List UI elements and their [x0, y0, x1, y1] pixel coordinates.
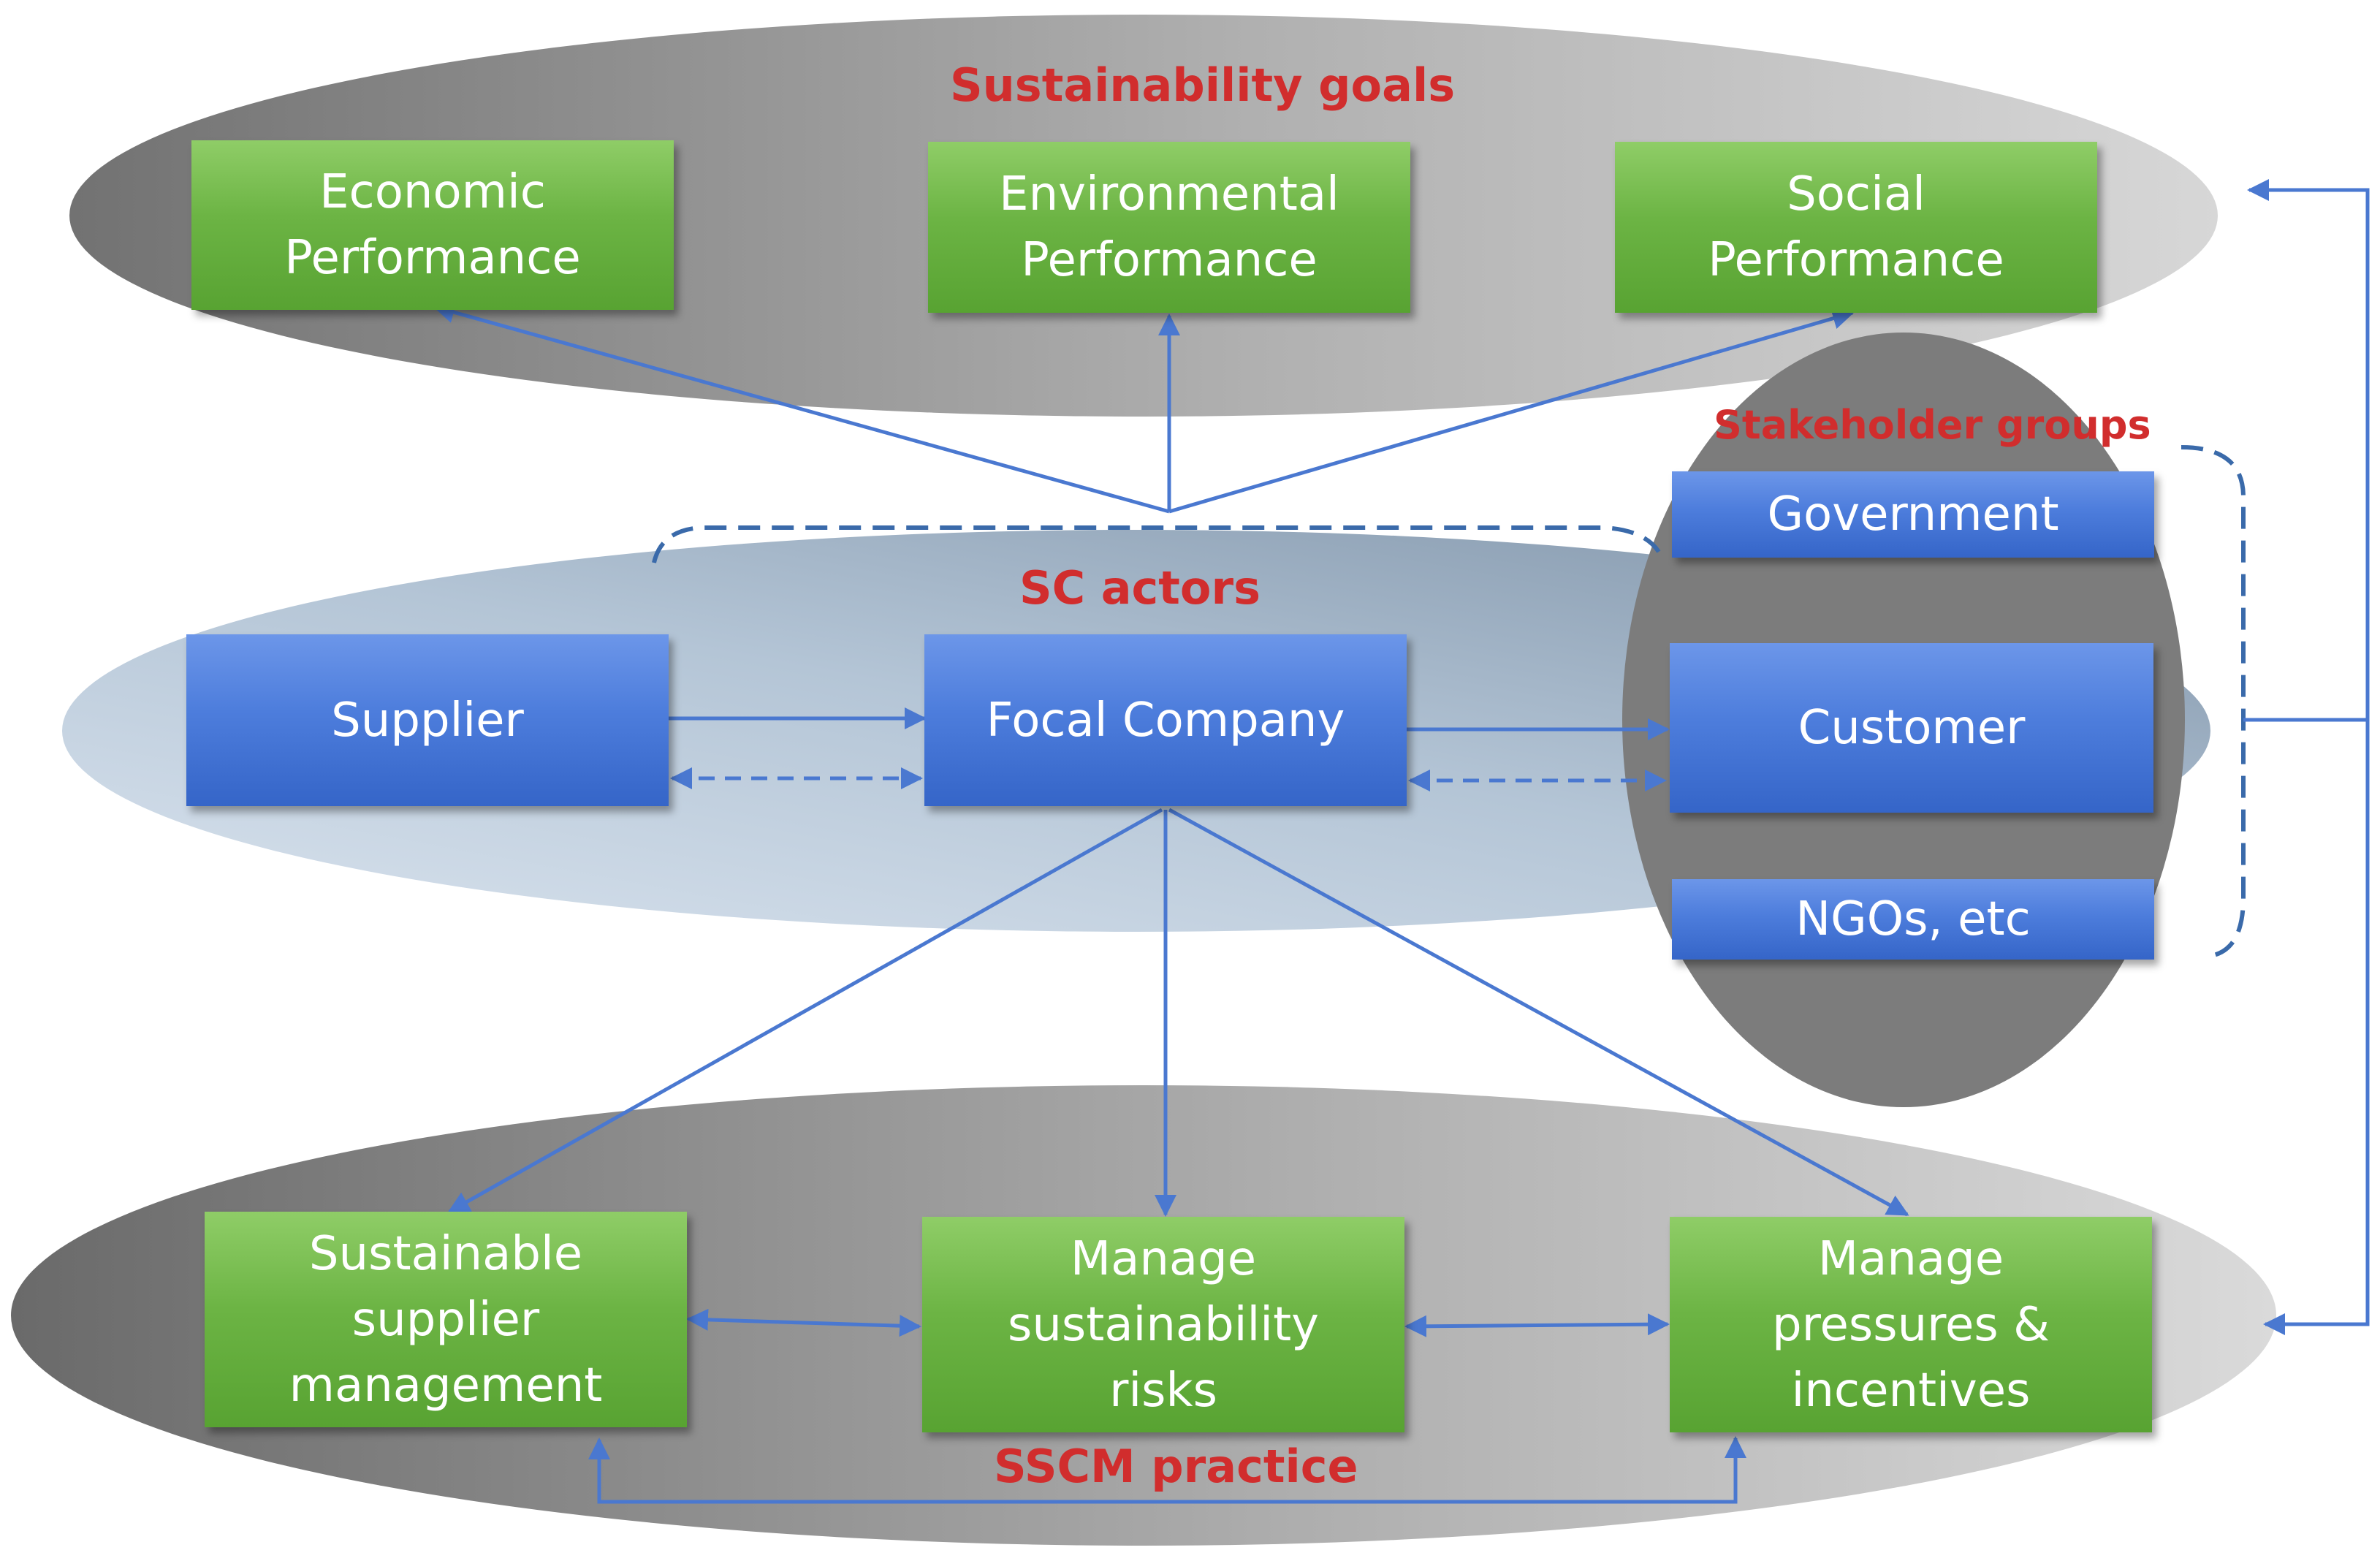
arrow-focal-to-pressures [1168, 808, 1909, 1217]
manage-sustainability-risks-box: Manage sustainability risks [922, 1217, 1404, 1432]
supplier-box: Supplier [186, 634, 669, 806]
social-performance-box: Social Performance [1615, 142, 2097, 313]
arrow-feedback-to-goals [2247, 179, 2370, 720]
sscm-practice-title: SSCM practice [994, 1440, 1358, 1493]
economic-performance-label: Economic Performance [284, 165, 581, 285]
ngos-box: NGOs, etc [1672, 879, 2154, 960]
arrow-supplier-mgmt-pressures-loop [588, 1436, 1746, 1504]
arrow-to-economic [433, 301, 1170, 514]
arrow-risks-pressures [1404, 1313, 1670, 1337]
sustainability-goals-title: Sustainability goals [950, 58, 1456, 112]
government-box: Government [1672, 471, 2154, 558]
sc-actors-title: SC actors [1019, 561, 1261, 615]
manage-pressures-incentives-label: Manage pressures & incentives [1771, 1231, 2050, 1418]
arrow-to-social [1168, 308, 1855, 514]
arrow-feedback-to-practices [2263, 720, 2370, 1335]
sustainable-supplier-management-label: Sustainable supplier management [289, 1226, 603, 1413]
economic-performance-box: Economic Performance [191, 140, 674, 310]
government-label: Government [1767, 487, 2059, 542]
focal-company-box: Focal Company [924, 634, 1407, 806]
sustainable-supplier-management-box: Sustainable supplier management [205, 1212, 687, 1427]
focal-company-label: Focal Company [986, 693, 1345, 748]
customer-box: Customer [1670, 643, 2153, 813]
environmental-performance-box: Environmental Performance [928, 142, 1410, 313]
social-performance-label: Social Performance [1708, 167, 2004, 287]
supplier-label: Supplier [331, 693, 524, 748]
customer-label: Customer [1798, 701, 2026, 755]
environmental-performance-label: Environmental Performance [999, 167, 1339, 287]
manage-pressures-incentives-box: Manage pressures & incentives [1670, 1217, 2152, 1432]
stakeholder-groups-title: Stakeholder groups [1714, 402, 2151, 448]
sc-actors-dashed-bracket [652, 525, 1661, 563]
stakeholder-dashed-bracket [2181, 445, 2246, 958]
arrow-supplier-mgmt-risks [686, 1308, 921, 1337]
manage-sustainability-risks-label: Manage sustainability risks [1007, 1231, 1320, 1418]
arrow-focal-to-supplier-mgmt [447, 808, 1163, 1214]
ngos-label: NGOs, etc [1795, 892, 2031, 946]
